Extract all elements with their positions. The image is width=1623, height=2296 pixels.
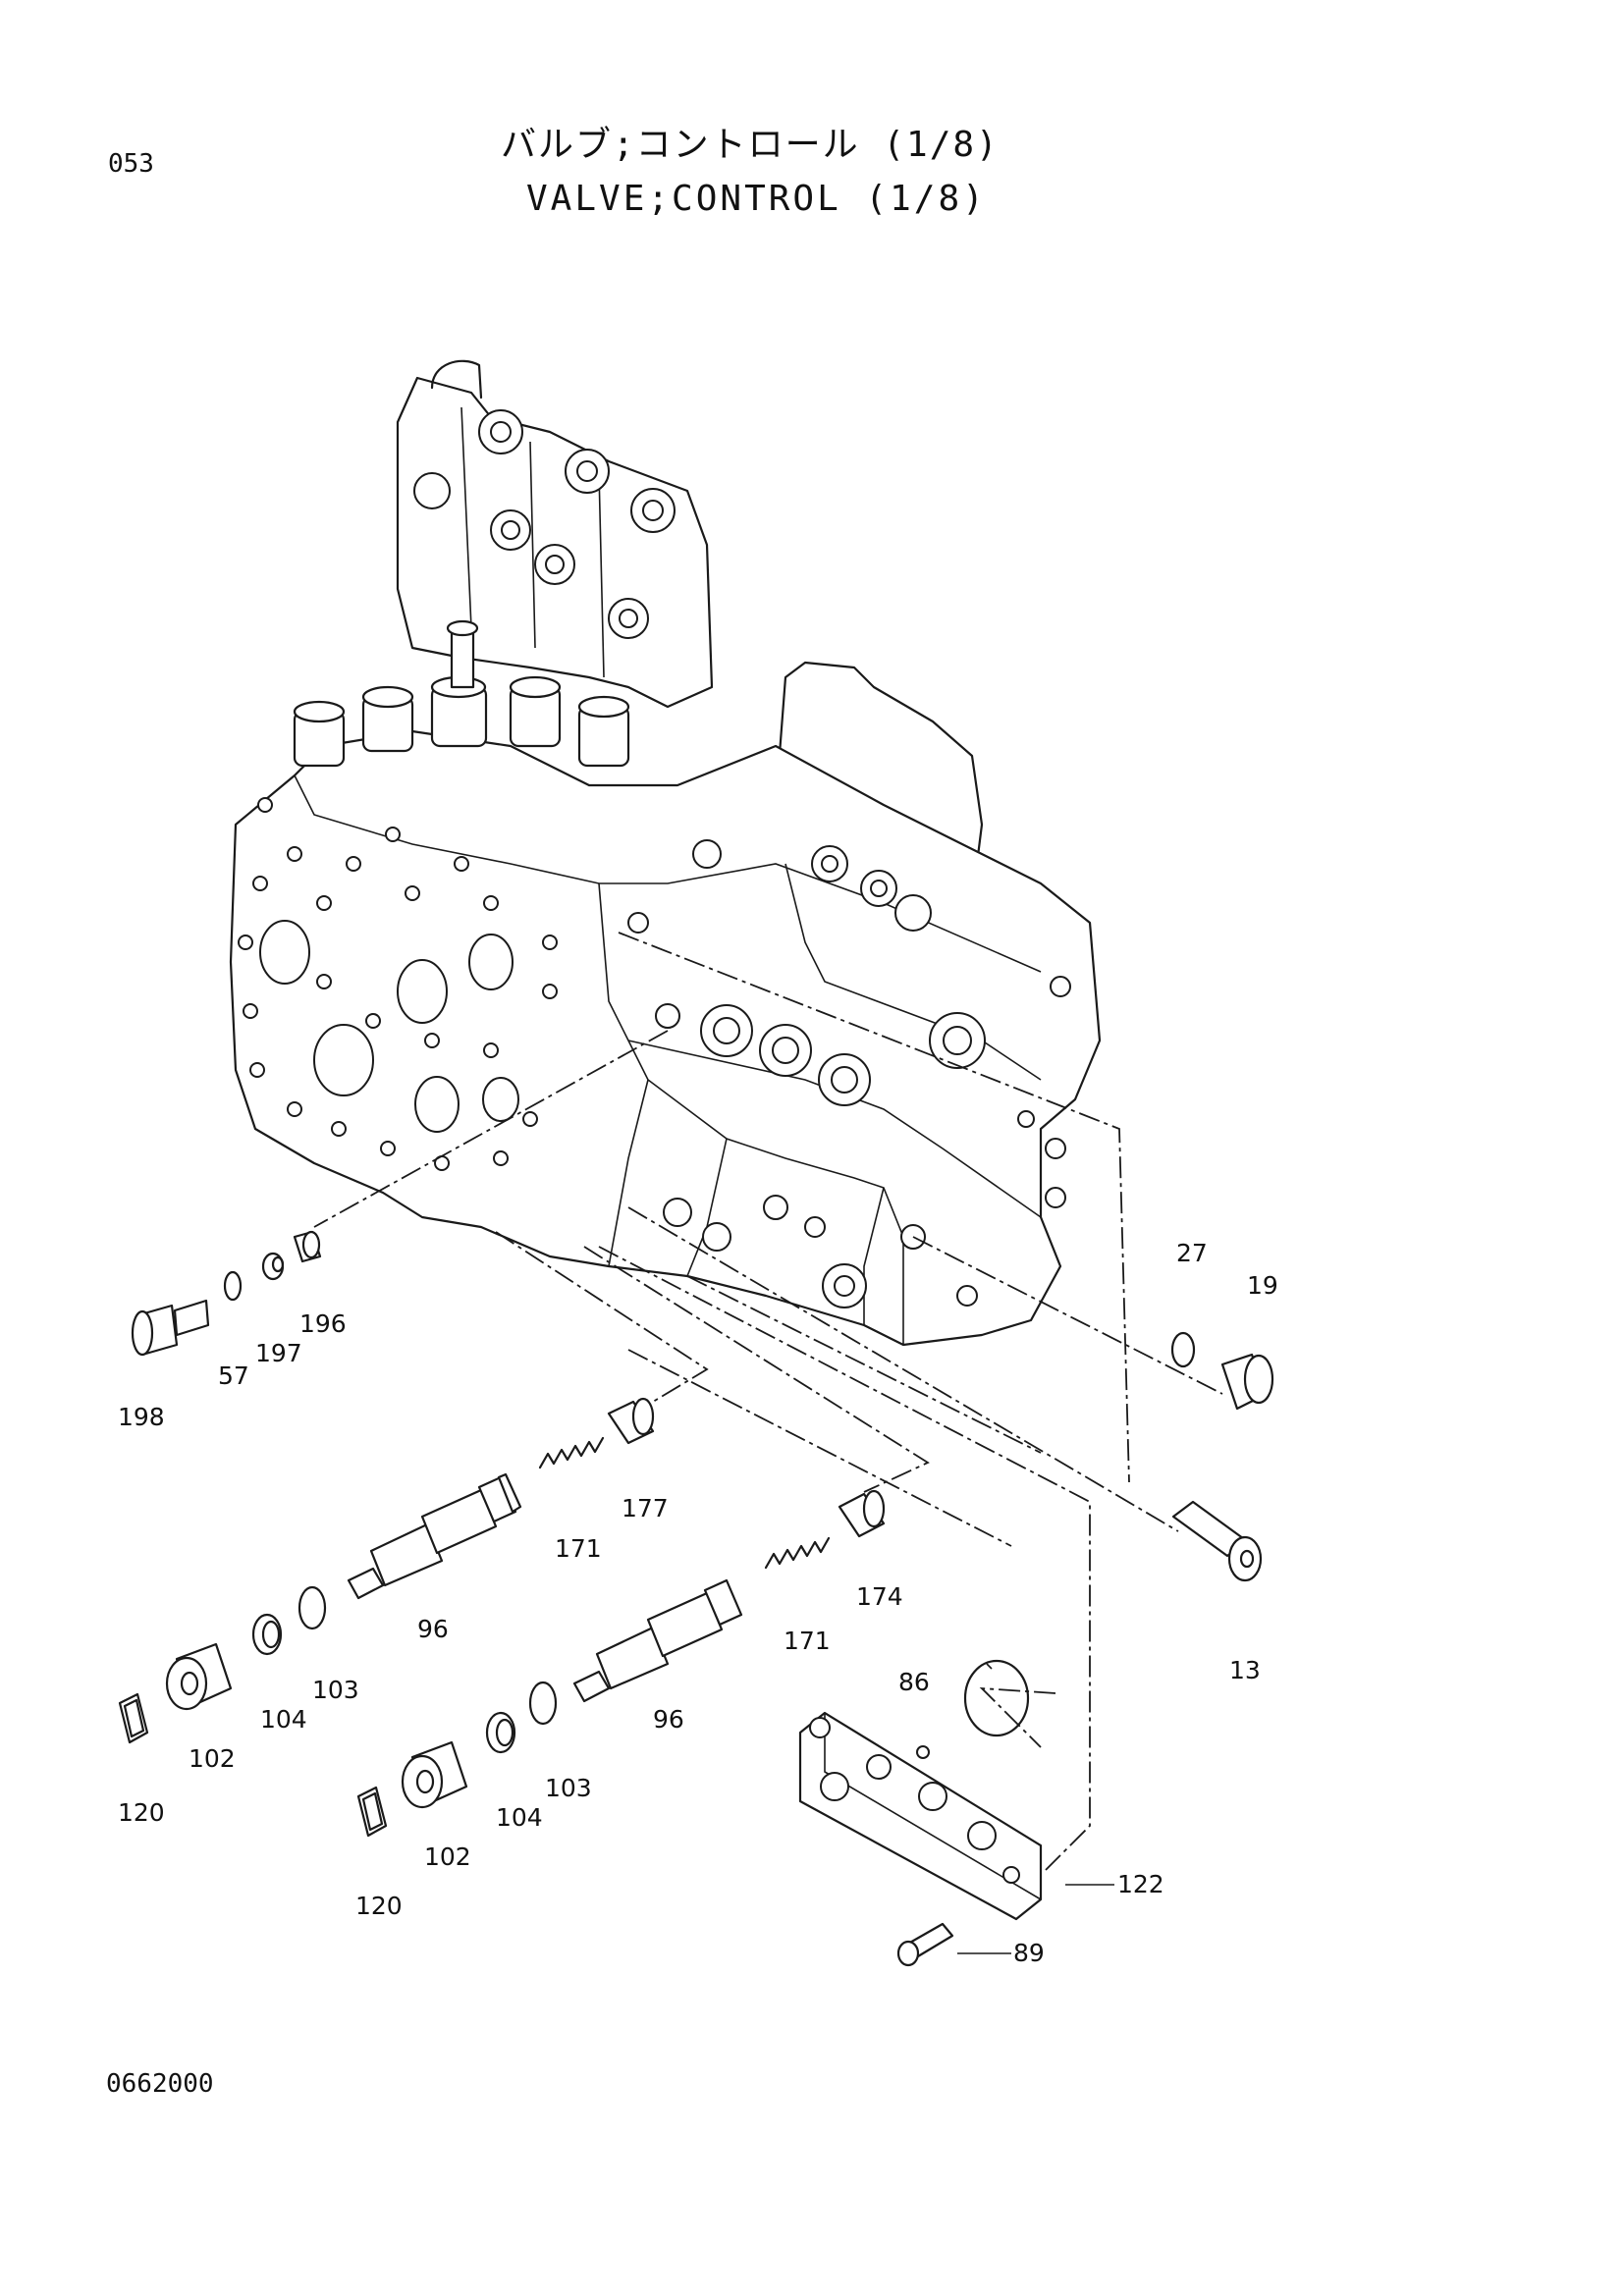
left-face-ports: [238, 797, 558, 1171]
callout-198: 198: [118, 1403, 165, 1431]
callout-102-a: 102: [189, 1744, 236, 1773]
callout-labels: 198 57 197 196 27 19 177 171 174 171 96 …: [118, 1239, 1278, 1967]
part-57-oring: [223, 1270, 243, 1302]
part-27-oring: [1170, 1331, 1196, 1368]
spool-caps: [293, 619, 630, 768]
callout-27: 27: [1176, 1239, 1208, 1267]
callout-96-b: 96: [653, 1705, 684, 1734]
page-number: 053: [108, 149, 154, 179]
callout-196: 196: [299, 1309, 347, 1338]
part-197-ring: [261, 1252, 285, 1281]
part-103-oring-b: [528, 1681, 558, 1726]
callout-122: 122: [1117, 1870, 1164, 1898]
part-196-sleeve: [293, 1230, 322, 1263]
part-96-spool-a: [347, 1472, 522, 1600]
part-102-cap-a: [165, 1642, 233, 1711]
part-13-bolt: [1171, 1500, 1263, 1582]
front-face-ports: [627, 839, 1071, 1308]
part-103-oring-a: [298, 1585, 327, 1630]
callout-104-a: 104: [260, 1705, 307, 1734]
part-120-plate-a: [118, 1692, 149, 1744]
callout-86: 86: [898, 1668, 930, 1696]
callout-120-b: 120: [355, 1892, 403, 1920]
callout-13: 13: [1229, 1656, 1261, 1684]
callout-19: 19: [1247, 1271, 1278, 1300]
dashed-leader-lines: [313, 932, 1223, 1871]
part-102-cap-b: [401, 1740, 468, 1809]
part-104-ring-a: [251, 1613, 283, 1656]
part-171-spring-a: [538, 1436, 605, 1469]
callout-171-a: 171: [555, 1534, 602, 1563]
figure-code: 0662000: [106, 2069, 214, 2099]
callout-197: 197: [255, 1339, 302, 1367]
callout-177: 177: [622, 1494, 669, 1522]
callout-120-a: 120: [118, 1798, 165, 1827]
callout-104-b: 104: [496, 1803, 543, 1832]
part-96-spool-b: [572, 1578, 743, 1703]
part-177-cap: [607, 1397, 655, 1445]
part-171-spring-b: [764, 1536, 831, 1570]
part-89-bolt: [896, 1922, 954, 1967]
control-valve-body: [229, 359, 1102, 1347]
callout-57: 57: [218, 1362, 249, 1390]
callout-103-b: 103: [545, 1774, 592, 1802]
part-104-ring-b: [485, 1711, 516, 1754]
title-japanese: バルブ;コントロール (1/8): [501, 125, 1000, 165]
upper-ports: [413, 409, 676, 639]
callout-174: 174: [856, 1582, 903, 1611]
callout-171-b: 171: [784, 1627, 831, 1655]
part-174-cap: [838, 1489, 886, 1538]
callout-96-a: 96: [417, 1615, 449, 1643]
callout-102-b: 102: [424, 1842, 471, 1871]
part-86-oring: [963, 1659, 1030, 1737]
part-198-plug: [131, 1299, 210, 1357]
part-19-plug: [1220, 1353, 1274, 1411]
callout-89: 89: [1013, 1939, 1045, 1967]
part-122-cover: [798, 1711, 1043, 1921]
label-leader-lines: [957, 1663, 1114, 1954]
part-120-plate-b: [356, 1786, 388, 1838]
callout-103-a: 103: [312, 1676, 359, 1704]
title-english: VALVE;CONTROL (1/8): [526, 179, 987, 219]
